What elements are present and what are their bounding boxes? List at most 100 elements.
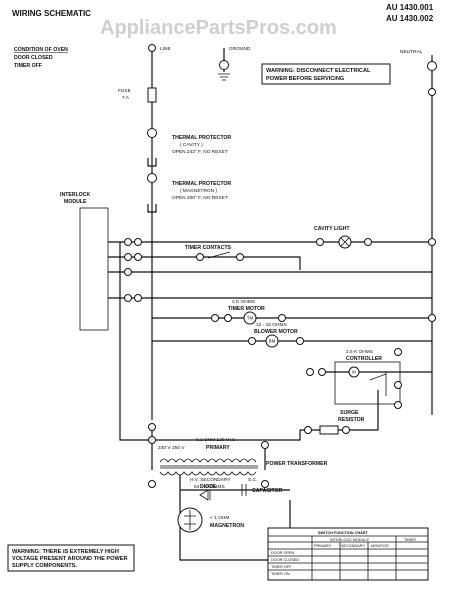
node-row1-b [134,238,142,246]
node-row2-b [134,253,142,261]
primary-ohms: 0.1 OHM 120 VAC [196,437,236,443]
tp-magnetron-label-3: OPEN 300° F, NO RESET [172,195,228,201]
node-row4-a [124,294,132,302]
node-neutral-b [428,88,436,96]
node-surge-a [304,426,312,434]
hv-secondary-ohms: 54 - 64 OHMS [194,484,225,490]
warning-disconnect-box [261,63,391,85]
node-ctrl-d [394,401,402,409]
diode-symbol: DIODE [199,484,217,501]
ground-terminal-label: GROUND [229,46,251,52]
diode-label: DIODE [200,484,217,490]
magnetron-ohms: < 1 OHM [210,515,229,521]
node-tm-a [211,314,219,322]
magnetron-label: MAGNETRON [210,523,244,529]
node-row3-a [124,268,132,276]
capacitor-symbol: CAPACITOR [241,484,283,496]
timer-contacts-label: TIMER CONTACTS [185,245,232,251]
fuse-rating: 7 A [122,95,130,101]
node-sec-a [148,480,156,488]
tp-cavity-label-1: THERMAL PROTECTOR [172,135,231,141]
tp-cavity-label-2: ( CAVITY ) [180,142,203,148]
node-bm-b [296,337,304,345]
fuse-symbol: FUSE 7 A [118,87,157,103]
node-light-a [316,238,324,246]
model-number-2: AU 1430.002 [386,14,434,23]
node-tm-c [278,314,286,322]
timer-motor-ohms: 2 K OHMS [232,299,255,305]
node-ground [219,60,229,70]
switch-chart-sub-monitor: MONITOR [371,544,389,548]
blower-motor-label: BLOWER MOTOR [254,329,298,335]
warning-high-voltage-line3: SUPPLY COMPONENTS. [12,563,77,569]
node-light-b [364,238,372,246]
condition-timer: TIMER OFF [14,63,42,69]
node-ctrl-c [394,381,402,389]
switch-function-chart: SWITCH FUNCTION CHART INTERLOCK MODULE T… [267,527,429,581]
terminal-nodes [124,44,437,488]
timer-motor-label: TIMER MOTOR [228,306,265,312]
switch-chart-frame [267,527,429,581]
node-tp1-bottom [147,173,157,183]
node-line [148,44,156,52]
line-terminal-label: LINE [160,46,171,52]
tp-magnetron-label-2: ( MAGNETRON ) [180,188,217,194]
node-ctrl-a [306,368,314,376]
blower-motor-ohms: 12 - 15 OHMS [256,322,287,328]
node-ctrl-b [318,368,326,376]
v250-label: 250 V [172,445,185,451]
tp-cavity-label-3: OPEN 243° F, NO RESET [172,149,228,155]
controller-label: CONTROLLER [346,356,382,362]
warning-high-voltage-line2: VOLTAGE PRESENT AROUND THE POWER [12,556,128,562]
fuse-label: FUSE [118,88,131,94]
primary-label: PRIMARY [206,445,230,451]
node-neutral-tm [428,314,436,322]
node-tm-b [224,314,232,322]
svg-text:BM: BM [269,339,276,344]
node-row2-a [124,253,132,261]
thermal-protector-magnetron: THERMAL PROTECTOR ( MAGNETRON ) OPEN 300… [147,181,231,213]
node-timer-b [236,253,244,261]
node-tp1-top [147,128,157,138]
interlock-label-2: MODULE [64,199,87,205]
magnetron-symbol: < 1 OHM MAGNETRON [177,507,244,533]
interlock-label-1: INTERLOCK [60,192,91,198]
hv-secondary-label: H.V. SECONDARY [190,477,231,483]
timer-motor-symbol: TM 2 K OHMS TIMER MOTOR [228,299,265,325]
node-bm-a [248,337,256,345]
switch-chart-sub-primary: PRIMARY [314,544,332,548]
condition-heading: CONDITION OF OVEN [14,47,68,53]
cavity-light-label: CAVITY LIGHT [314,226,350,232]
warning-high-voltage-line1: WARNING: THERE IS EXTREMELY HIGH [12,549,119,555]
warning-disconnect-line1: WARNING: DISCONNECT ELECTRICAL [266,68,371,74]
node-pri-b [148,436,156,444]
surge-resistor-symbol: SURGE RESISTOR [319,410,365,435]
svg-text:M: M [352,370,356,375]
node-pri-c [261,441,269,449]
cavity-light-symbol: CAVITY LIGHT [314,226,352,249]
switch-chart-row-timer-on: TIMER ON [271,572,290,576]
node-row4-b [134,294,142,302]
schematic-title: WIRING SCHEMATIC [12,9,91,18]
neutral-terminal-label: NEUTRAL [400,49,423,55]
node-pri-a [148,423,156,431]
model-number-1: AU 1430.001 [386,3,434,12]
node-row1-a [124,238,132,246]
thermal-protector-cavity: THERMAL PROTECTOR ( CAVITY ) OPEN 243° F… [147,135,231,167]
capacitor-label: CAPACITOR [252,488,283,494]
warning-disconnect-line2: POWER BEFORE SERVICING [266,76,344,82]
condition-door: DOOR CLOSED [14,55,53,61]
node-timer-a [196,253,204,261]
v240-label: 240 V [158,445,171,451]
switch-chart-col-timer: TIMER [404,538,416,542]
surge-resistor-label-1: SURGE [340,410,359,416]
switch-chart-row-door-open: DOOR OPEN [271,551,294,555]
controller-symbol: M 2.5 K OHMS CONTROLLER [346,349,387,396]
timer-contact-switch [207,251,231,259]
power-transformer-label: POWER TRANSFORMER [266,461,328,467]
switch-chart-sub-secondary: SECONDARY [341,544,365,548]
switch-chart-row-door-closed: DOOR CLOSED [271,558,299,562]
sc-label: S.C. [248,477,257,483]
node-ctrl-top [394,348,402,356]
